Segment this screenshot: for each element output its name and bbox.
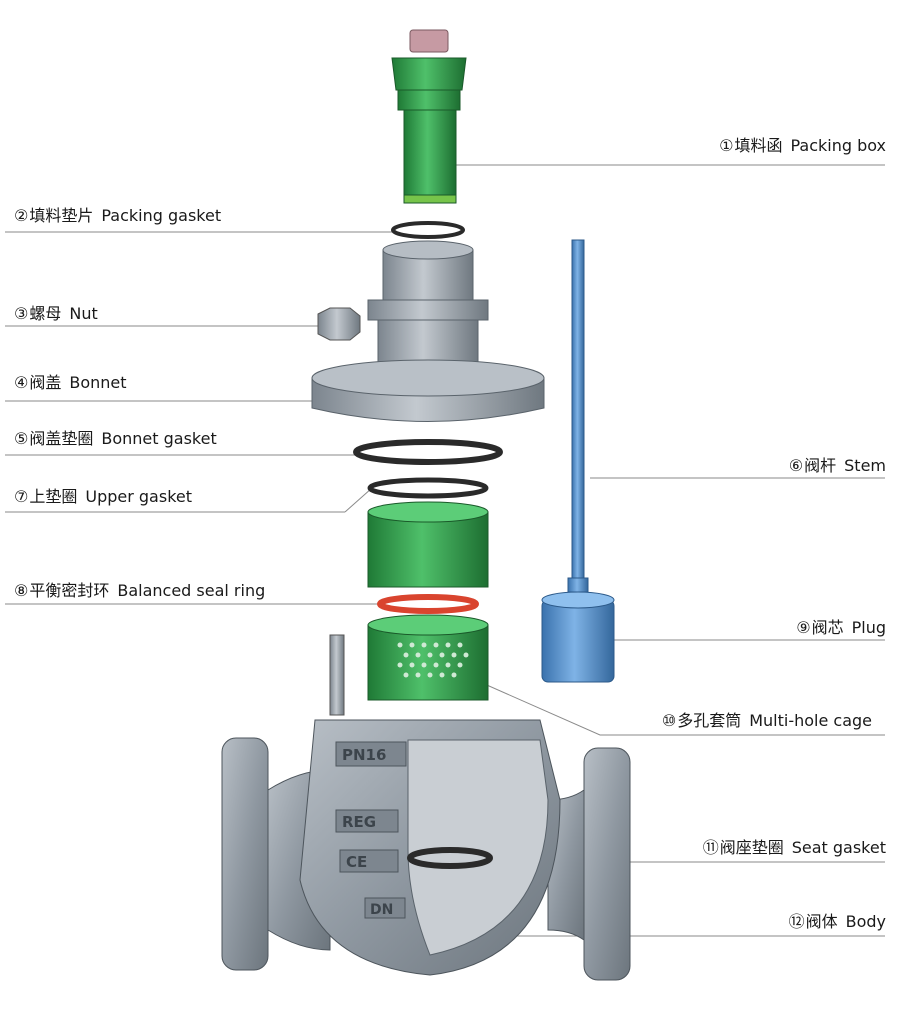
label-number: ⑥ — [788, 456, 804, 475]
label-number: ④ — [14, 373, 29, 392]
label-english: Upper gasket — [85, 487, 192, 506]
label-upper-gasket: ⑦上垫圈 Upper gasket — [14, 487, 192, 507]
label-chinese: 阀盖垫圈 — [29, 429, 94, 448]
label-english: Nut — [69, 304, 98, 323]
nut-part — [317, 307, 361, 341]
bonnet-part — [311, 240, 545, 422]
label-english: Stem — [844, 456, 886, 475]
label-english: Bonnet gasket — [101, 429, 217, 448]
label-stem: ⑥阀杆 Stem — [789, 456, 886, 476]
upper-gasket-part — [367, 477, 489, 499]
label-nut: ③螺母 Nut — [14, 304, 98, 324]
label-multi-hole-cage: ⑩多孔套筒 Multi-hole cage — [662, 711, 872, 731]
label-packing-gasket: ②填料垫片 Packing gasket — [14, 206, 221, 226]
label-bonnet: ④阀盖 Bonnet — [14, 373, 127, 393]
label-chinese: 填料垫片 — [29, 206, 94, 225]
label-seat-gasket: ⑪阀座垫圈 Seat gasket — [703, 838, 886, 858]
label-english: Balanced seal ring — [117, 581, 266, 600]
packing-gasket-part — [391, 221, 465, 239]
label-number: ⑧ — [14, 581, 29, 600]
label-number: ⑪ — [702, 838, 719, 857]
label-chinese: 螺母 — [29, 304, 62, 323]
body-marking-dn: DN — [370, 902, 393, 918]
label-balanced-seal-ring: ⑧平衡密封环 Balanced seal ring — [14, 581, 265, 601]
plug-part — [541, 591, 615, 683]
label-packing-box: ①填料函 Packing box — [719, 136, 886, 156]
label-english: Plug — [851, 618, 886, 637]
label-number: ⑦ — [14, 487, 29, 506]
bonnet-gasket-part — [353, 439, 503, 465]
label-english: Seat gasket — [791, 838, 886, 857]
valve-body-part: PN16 REG CE DN — [221, 634, 631, 981]
label-chinese: 平衡密封环 — [29, 581, 110, 600]
packing-box-part — [391, 29, 467, 204]
label-chinese: 阀杆 — [804, 456, 837, 475]
balanced-seal-ring-part — [377, 594, 479, 614]
label-chinese: 阀体 — [805, 912, 838, 931]
label-plug: ⑨阀芯 Plug — [796, 618, 886, 638]
sleeve-part — [367, 501, 489, 588]
label-chinese: 阀盖 — [29, 373, 62, 392]
label-english: Packing box — [790, 136, 886, 155]
label-chinese: 多孔套筒 — [677, 711, 742, 730]
label-chinese: 阀芯 — [811, 618, 844, 637]
label-number: ⑫ — [788, 912, 805, 931]
stem-part — [567, 239, 589, 593]
label-bonnet-gasket: ⑤阀盖垫圈 Bonnet gasket — [14, 429, 217, 449]
body-marking-reg: REG — [342, 813, 376, 831]
label-english: Bonnet — [69, 373, 127, 392]
label-chinese: 上垫圈 — [29, 487, 78, 506]
multi-hole-cage-part — [367, 614, 489, 701]
label-number: ① — [719, 136, 734, 155]
body-marking-pn: PN16 — [342, 746, 386, 764]
label-english: Multi-hole cage — [749, 711, 872, 730]
label-number: ⑩ — [661, 711, 677, 730]
label-english: Body — [845, 912, 886, 931]
body-marking-ce: CE — [346, 853, 367, 871]
label-chinese: 阀座垫圈 — [719, 838, 784, 857]
label-english: Packing gasket — [101, 206, 222, 225]
label-chinese: 填料函 — [734, 136, 783, 155]
label-number: ② — [14, 206, 29, 225]
label-body: ⑫阀体 Body — [789, 912, 886, 932]
label-number: ③ — [14, 304, 29, 323]
label-number: ⑤ — [14, 429, 29, 448]
label-number: ⑨ — [796, 618, 811, 637]
